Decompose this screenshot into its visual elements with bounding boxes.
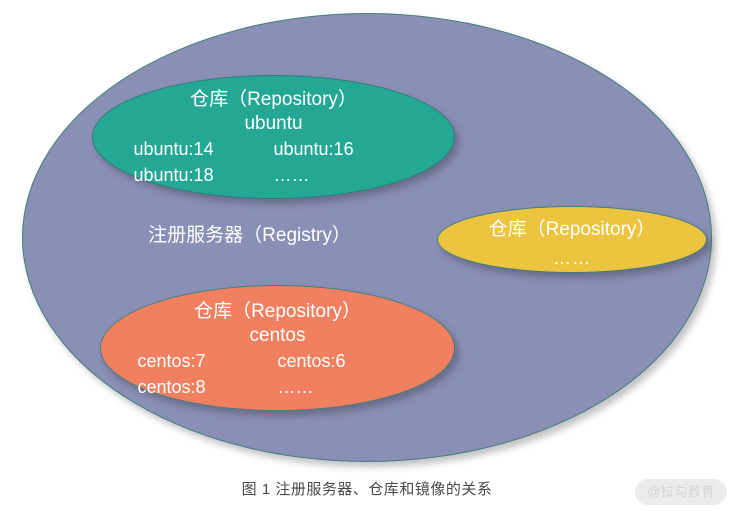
repository-ubuntu-tag-row: ubuntu:18 …… <box>93 162 454 188</box>
repository-centos-tag-row: centos:8 …… <box>101 374 454 400</box>
repository-centos-title: 仓库（Repository） <box>194 301 361 322</box>
repository-ubuntu-subtitle: ubuntu <box>244 113 303 134</box>
repository-centos-tag-row: centos:7 centos:6 <box>101 348 454 374</box>
repository-ubuntu-content: 仓库（Repository） ubuntu ubuntu:14 ubuntu:1… <box>93 88 454 188</box>
watermark-badge: @拉勾教育 <box>635 479 727 505</box>
repository-ubuntu-tag-row: ubuntu:14 ubuntu:16 <box>93 136 454 162</box>
image-tag-ubuntu-18: ubuntu:18 <box>133 165 214 185</box>
image-tag-ubuntu-16: ubuntu:16 <box>273 139 354 159</box>
repository-centos-ellipse: 仓库（Repository） centos centos:7 centos:6 … <box>100 285 455 411</box>
image-tag-centos-6: centos:6 <box>277 351 346 371</box>
repository-empty-dots: …… <box>553 248 591 268</box>
repository-centos-subtitle: centos <box>249 325 306 346</box>
image-tag-centos-more: …… <box>277 377 314 397</box>
repository-ubuntu-ellipse: 仓库（Repository） ubuntu ubuntu:14 ubuntu:1… <box>92 75 455 199</box>
repository-empty-ellipse: 仓库（Repository） …… <box>437 206 707 273</box>
image-tag-centos-8: centos:8 <box>137 377 206 397</box>
registry-label: 注册服务器（Registry） <box>148 225 351 246</box>
figure-caption: 图 1 注册服务器、仓库和镜像的关系 <box>241 481 493 498</box>
image-tag-ubuntu-14: ubuntu:14 <box>133 139 214 159</box>
repository-empty-content: 仓库（Repository） …… <box>438 218 706 271</box>
repository-ubuntu-title: 仓库（Repository） <box>190 89 357 110</box>
repository-empty-title: 仓库（Repository） <box>488 219 656 240</box>
image-tag-centos-7: centos:7 <box>137 351 206 371</box>
image-tag-ubuntu-more: …… <box>273 165 310 185</box>
repository-centos-content: 仓库（Repository） centos centos:7 centos:6 … <box>101 300 454 400</box>
